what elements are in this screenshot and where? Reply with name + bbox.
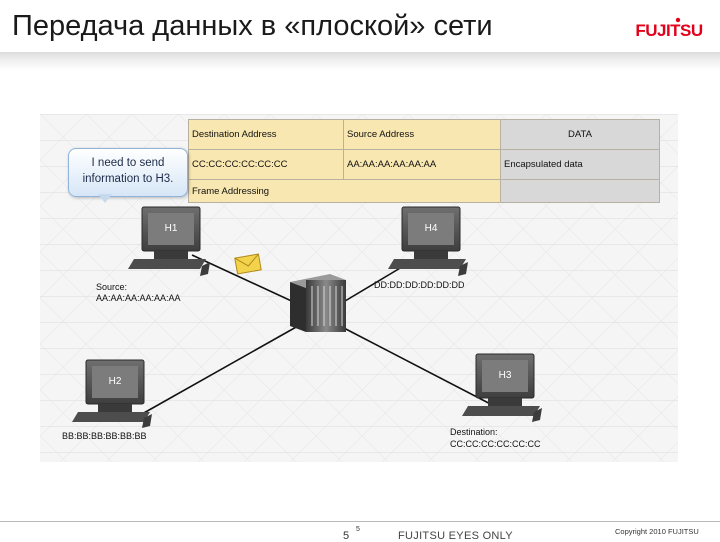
host-name-h3: H3 [499, 370, 512, 381]
value-source: AA:AA:AA:AA:AA:AA [343, 149, 501, 180]
slide-title: Передача данных в «плоской» сети [12, 10, 493, 42]
h2-mac-address: BB:BB:BB:BB:BB:BB [62, 431, 147, 441]
host-name-h4: H4 [425, 223, 438, 234]
table-row: CC:CC:CC:CC:CC:CC AA:AA:AA:AA:AA:AA Enca… [188, 149, 660, 180]
empty-cell [500, 179, 660, 203]
bubble-line-1: I need to send [91, 157, 165, 169]
hub-icon [290, 274, 346, 332]
h3-mac-address: CC:CC:CC:CC:CC:CC [450, 439, 541, 449]
copyright-text: Copyright 2010 FUJITSU [615, 527, 699, 536]
h3-destination-label: Destination: [450, 427, 498, 437]
page-number-superscript: 5 [356, 526, 360, 533]
computer-icon-h2 [72, 359, 152, 428]
table-row: Frame Addressing [188, 179, 660, 203]
classification-label: FUJITSU EYES ONLY [398, 530, 513, 542]
frame-addressing-table: Destination Address Source Address DATA … [188, 119, 660, 203]
h4-mac-address: DD:DD:DD:DD:DD:DD [374, 280, 465, 290]
bubble-tail [98, 194, 112, 203]
bubble-line-2: information to H3. [82, 173, 174, 185]
bubble-text: I need to send information to H3. [75, 155, 181, 187]
svg-text:FUJITSU: FUJITSU [635, 21, 703, 40]
computer-icon-h4 [388, 206, 468, 276]
speech-bubble: I need to send information to H3. [68, 148, 188, 197]
header-divider [0, 52, 720, 70]
footer-divider [0, 521, 720, 522]
computer-icon-h1 [128, 206, 210, 276]
table-row: Destination Address Source Address DATA [188, 119, 660, 150]
header-destination: Destination Address [188, 119, 344, 150]
value-destination: CC:CC:CC:CC:CC:CC [188, 149, 344, 180]
header-source: Source Address [343, 119, 501, 150]
frame-addressing-label: Frame Addressing [188, 179, 501, 203]
host-name-h1: H1 [165, 223, 178, 234]
header-data: DATA [500, 119, 660, 150]
host-name-h2: H2 [109, 376, 122, 387]
fujitsu-logo: FUJITSU [635, 17, 703, 40]
computer-icon-h3 [462, 353, 542, 422]
page-number: 5 [343, 530, 350, 542]
h1-source-label: Source: [96, 282, 128, 292]
network-diagram: H1 H4 H2 H3 Destination Address Source A… [40, 114, 678, 462]
h1-mac-address: AA:AA:AA:AA:AA:AA [96, 293, 181, 303]
value-data: Encapsulated data [500, 149, 660, 180]
envelope-icon [234, 253, 262, 275]
